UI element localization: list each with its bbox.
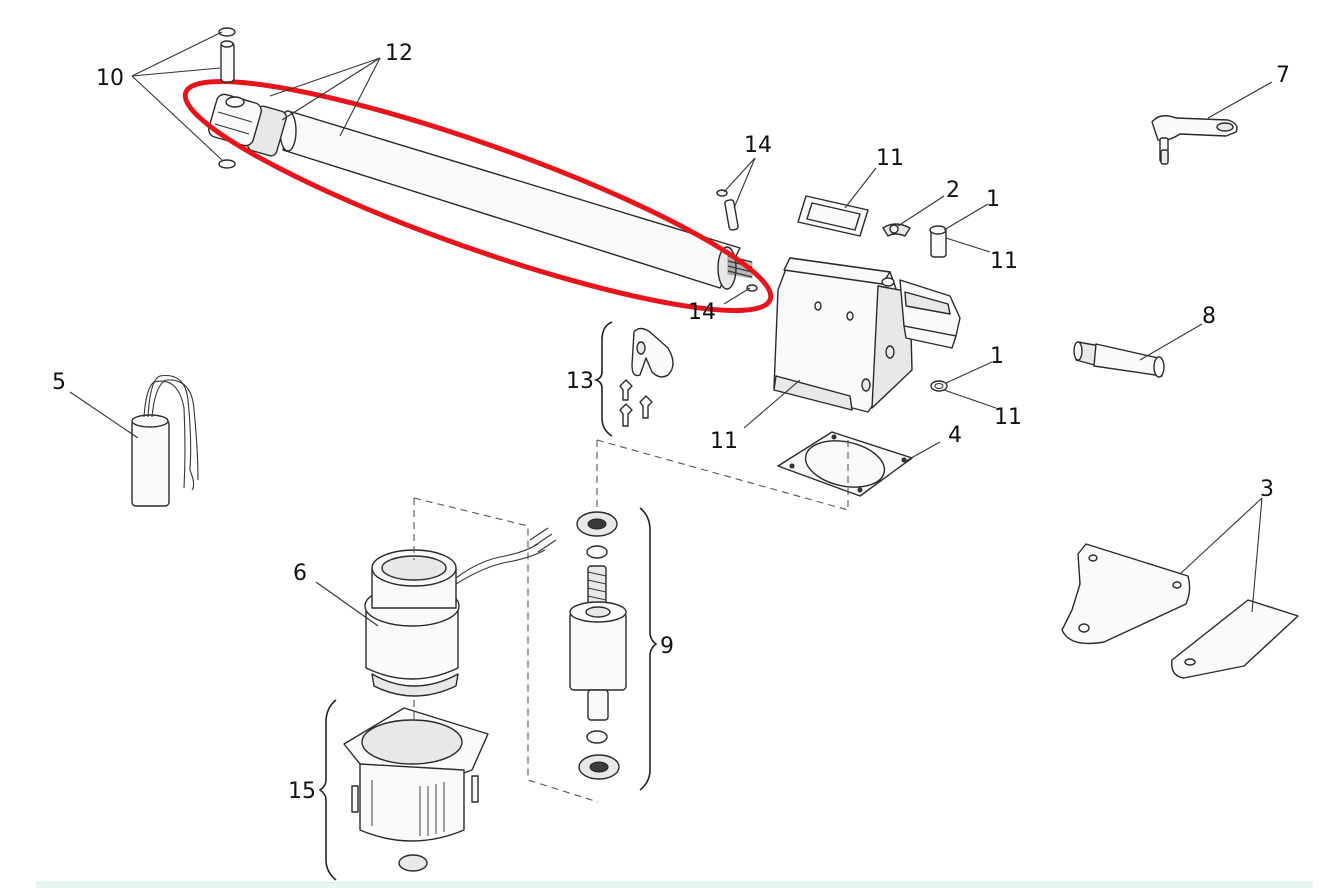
callout-7: 7 xyxy=(1276,63,1290,88)
callout-11-housing: 11 xyxy=(710,429,738,454)
callout-11-right-top: 11 xyxy=(990,249,1018,274)
part-14-pins xyxy=(716,189,758,292)
callout-1-lower: 1 xyxy=(990,344,1004,369)
part-10-pin-washers xyxy=(218,27,236,169)
part-8-knob xyxy=(1073,341,1165,378)
brace-9 xyxy=(639,507,658,791)
part-4-gasket xyxy=(777,431,913,497)
callout-6: 6 xyxy=(293,561,307,586)
highlight-ellipse xyxy=(182,78,774,314)
callout-9: 9 xyxy=(660,634,674,659)
callout-14-bottom: 14 xyxy=(688,300,716,325)
callout-11-right-lower: 11 xyxy=(994,405,1022,430)
callout-15: 15 xyxy=(288,779,316,804)
assembly-dashed-lines xyxy=(413,439,849,803)
part-5-capacitor xyxy=(131,374,199,507)
part-11-plate xyxy=(797,195,869,237)
callout-11-plate: 11 xyxy=(876,146,904,171)
brace-15 xyxy=(318,699,337,881)
part-3-brackets xyxy=(1061,543,1299,679)
callout-2: 2 xyxy=(946,178,960,203)
part-12-actuator-tube xyxy=(208,93,753,290)
part-2-clip xyxy=(882,223,911,237)
footer-strip xyxy=(36,882,1313,888)
brace-13 xyxy=(593,321,613,437)
callout-14-top: 14 xyxy=(744,133,772,158)
part-9-rotor-shaft xyxy=(569,511,627,780)
callout-4: 4 xyxy=(948,423,962,448)
callout-3: 3 xyxy=(1260,477,1274,502)
part-11-gearbox-housing xyxy=(773,257,961,413)
part-15-motor-flange xyxy=(343,707,489,872)
part-1-bushing-top xyxy=(929,225,947,258)
leader-lines xyxy=(69,31,1273,627)
callout-8: 8 xyxy=(1202,304,1216,329)
part-6-motor-stator xyxy=(364,527,557,697)
callout-10: 10 xyxy=(96,66,124,91)
part-13-bracket-screws xyxy=(619,327,674,427)
callout-1-top: 1 xyxy=(986,187,1000,212)
callout-12: 12 xyxy=(385,41,413,66)
part-7-lever-handle xyxy=(1151,115,1238,165)
callout-13: 13 xyxy=(566,369,594,394)
callout-5: 5 xyxy=(52,370,66,395)
callout-labels: 10 12 14 14 11 2 1 11 7 8 1 11 13 11 4 5… xyxy=(52,41,1290,804)
part-1-ring-lower xyxy=(930,380,948,392)
